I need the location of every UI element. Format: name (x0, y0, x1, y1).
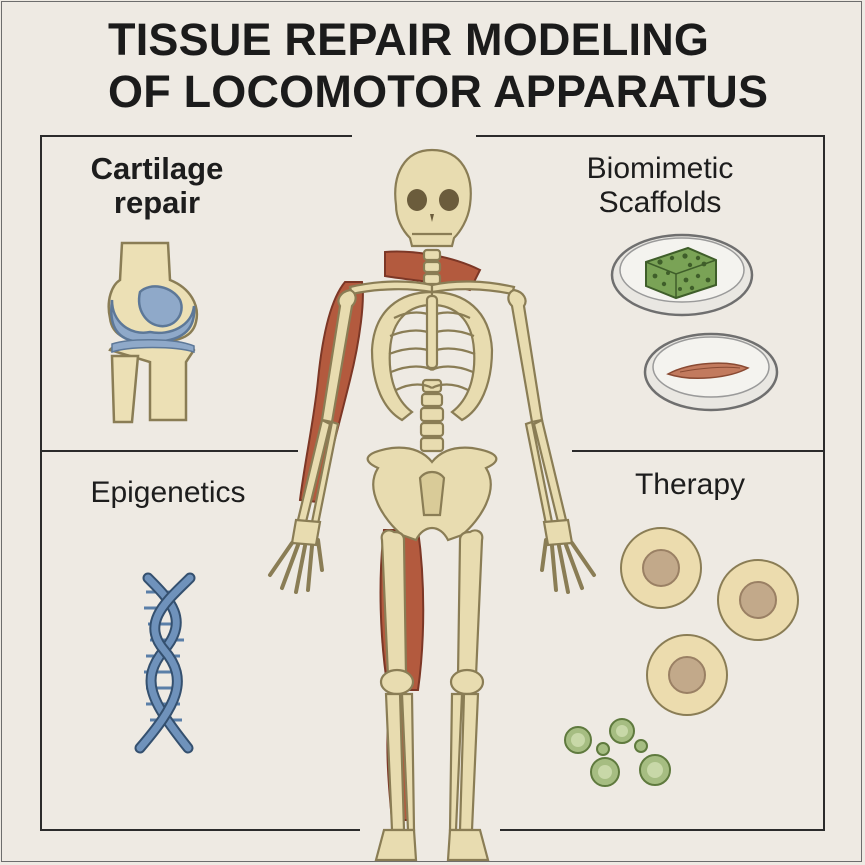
cartilage-repair-label: Cartilage repair (62, 152, 252, 220)
page-title: TISSUE REPAIR MODELING OF LOCOMOTOR APPA… (108, 14, 828, 118)
right-forearm (524, 418, 568, 526)
title-line-1: TISSUE REPAIR MODELING (108, 14, 710, 65)
right-femur (456, 529, 484, 678)
right-tibia (448, 692, 480, 832)
small-cells-icon (564, 718, 671, 787)
biomimetic-label-line-2: Scaffolds (598, 186, 722, 219)
left-patella (379, 668, 415, 696)
left-foot (374, 828, 418, 862)
spine (419, 248, 445, 453)
title-line-2: OF LOCOMOTOR APPARATUS (108, 66, 769, 117)
scaffold-dish-icon (610, 233, 754, 317)
muscle-dish-icon (643, 332, 779, 412)
biomimetic-label-line-1: Biomimetic (586, 152, 734, 185)
cartilage-label-line-2: repair (113, 185, 201, 220)
right-patella (449, 668, 485, 696)
right-hand (540, 518, 596, 594)
epigenetics-label: Epigenetics (90, 476, 246, 509)
dna-helix-icon (134, 572, 196, 754)
therapy-label: Therapy (634, 468, 746, 501)
skeleton-figure (268, 148, 596, 862)
knee-joint-icon (107, 241, 199, 424)
ribcage (370, 290, 494, 422)
right-foot (446, 828, 490, 862)
left-humerus (320, 288, 357, 424)
biomimetic-scaffolds-label: Biomimetic Scaffolds (560, 152, 760, 220)
left-hand (268, 518, 324, 594)
cartilage-label-line-1: Cartilage (90, 151, 224, 186)
skull (394, 148, 472, 248)
right-humerus (507, 288, 544, 424)
stem-cell-icon (620, 527, 799, 716)
panel-frame (40, 135, 825, 831)
left-tibia (384, 692, 416, 832)
